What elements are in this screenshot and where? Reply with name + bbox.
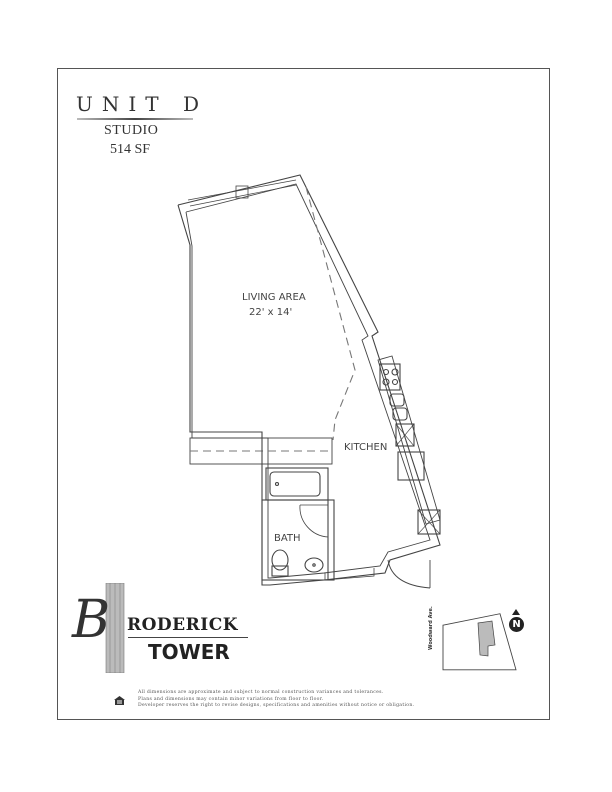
disclaimer: All dimensions are approximate and subje… — [138, 690, 414, 710]
room-label-bath: BATH — [274, 533, 301, 544]
equal-housing-icon — [114, 696, 125, 705]
unit-size: 514 SF — [110, 142, 151, 157]
room-label-living: LIVING AREA — [242, 292, 306, 303]
disclaimer-line: Developer reserves the right to revise d… — [138, 703, 415, 709]
page-border — [57, 68, 550, 720]
title-divider — [77, 118, 193, 120]
room-label-kitchen: KITCHEN — [344, 442, 388, 453]
disclaimer-line: Plans and dimensions may contain minor v… — [138, 696, 324, 702]
brand-name-line1: RODERICK — [127, 615, 239, 635]
street-label: Woodward Ave. — [428, 606, 434, 650]
disclaimer-line: All dimensions are approximate and subje… — [138, 690, 384, 695]
tower-graphic-icon — [105, 583, 125, 673]
brand-name-line2: TOWER — [148, 640, 230, 664]
brand-divider — [128, 637, 248, 638]
room-dimensions-living: 22' x 14' — [249, 307, 293, 318]
unit-type: STUDIO — [104, 123, 159, 138]
north-arrow-icon — [512, 609, 520, 615]
unit-title: UNIT D — [76, 92, 208, 116]
north-indicator: N — [509, 617, 524, 632]
brand-initial: B — [72, 590, 111, 650]
site-map — [442, 613, 517, 671]
